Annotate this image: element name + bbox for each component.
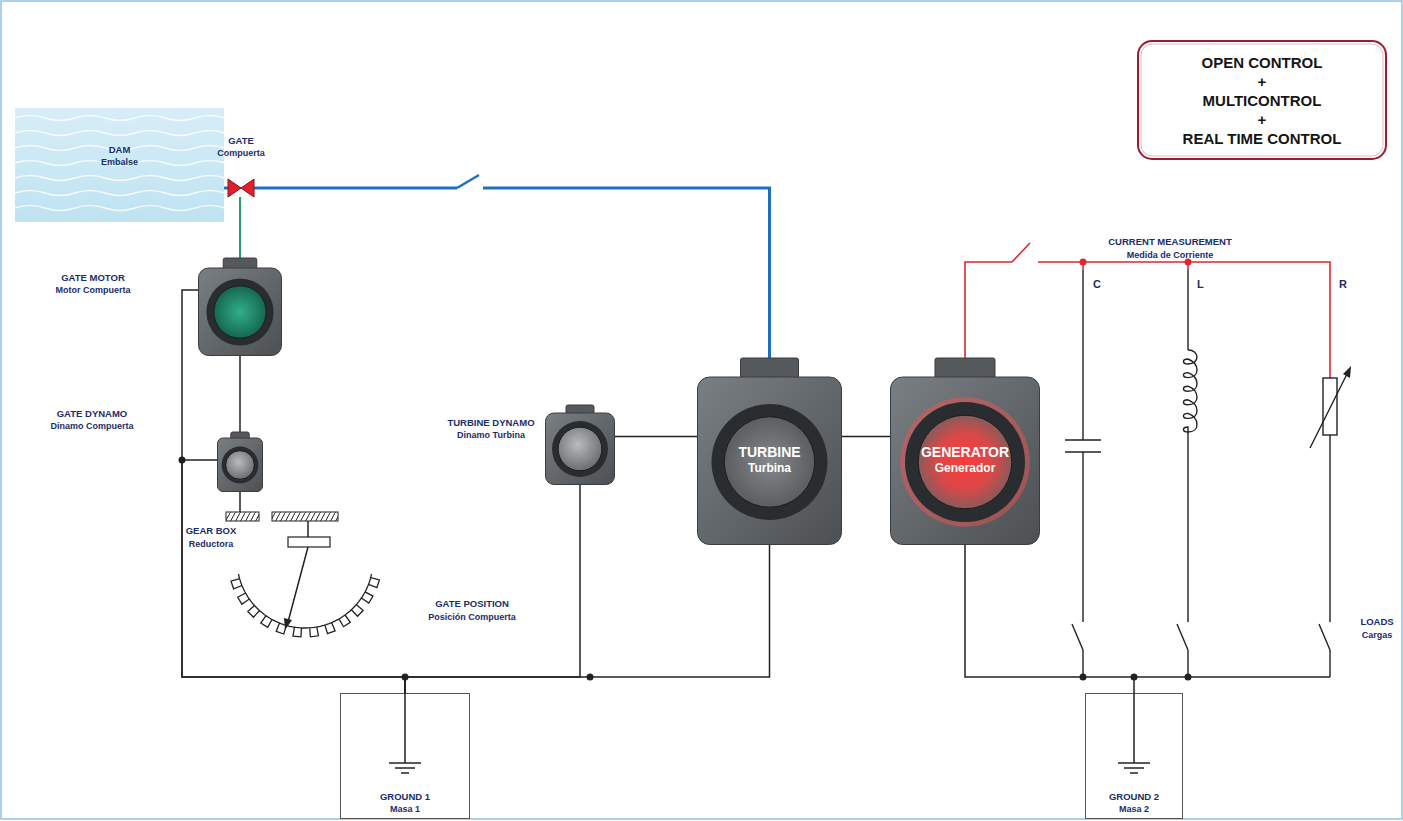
node-text: OPEN CONTROL+MULTICONTROL+REAL TIME CONT… — [1137, 40, 1387, 160]
node-title: GATE — [201, 135, 281, 147]
node-subtitle: + — [1258, 72, 1267, 91]
part-label: Cargas — [1362, 629, 1393, 641]
node-text: DAMEmbalse — [15, 144, 224, 168]
node-subtitle: Generador — [890, 460, 1040, 476]
ground-box: GROUND 1Masa 1 — [340, 693, 470, 819]
water-pipe — [254, 188, 770, 358]
dam-reservoir: DAMEmbalse — [15, 108, 224, 222]
node-subtitle: Embalse — [15, 156, 224, 168]
part-label: GEAR BOX — [186, 525, 237, 537]
node-text: GENERATORGenerador — [890, 444, 1040, 476]
ground-wire — [405, 545, 770, 693]
node-art — [228, 179, 254, 197]
node-title: OPEN CONTROL — [1202, 53, 1323, 72]
node-text: GROUND 2Masa 2 — [1085, 791, 1183, 815]
node-subtitle: REAL TIME CONTROL — [1183, 129, 1342, 148]
node-subtitle: MULTICONTROL — [1203, 91, 1322, 110]
node-text: GATECompuerta — [201, 135, 281, 159]
gate-dynamo: GATE DYNAMODinamo Compuerta — [217, 432, 263, 492]
node-subtitle: Turbina — [697, 460, 842, 476]
node-title: GATE DYNAMO — [35, 408, 149, 420]
ground-box: GROUND 2Masa 2 — [1085, 693, 1183, 819]
node-art — [217, 432, 263, 492]
node-subtitle: Compuerta — [201, 147, 281, 159]
turbine-dynamo: TURBINE DYNAMODinamo Turbina — [545, 405, 615, 485]
control-mode-box: OPEN CONTROL+MULTICONTROL+REAL TIME CONT… — [1137, 40, 1387, 160]
gate-motor: GATE MOTORMotor Compuerta — [198, 258, 282, 356]
ground-wire — [405, 485, 580, 693]
part-label: GATE POSITION — [435, 598, 509, 610]
part-label: Posición Compuerta — [428, 611, 516, 623]
gate-shaft — [239, 197, 241, 258]
node-subtitle: Masa 2 — [1085, 803, 1183, 815]
part-label: Reductora — [189, 538, 234, 550]
node-title: GATE MOTOR — [38, 272, 148, 284]
node-subtitle: Dinamo Turbina — [441, 429, 541, 441]
node-title: GROUND 2 — [1085, 791, 1183, 803]
turbine: TURBINETurbina — [697, 358, 842, 545]
node-subtitle: + — [1258, 110, 1267, 129]
ground-wire — [965, 545, 1134, 693]
node-title: TURBINE DYNAMO — [441, 417, 541, 429]
shaft-line — [239, 356, 241, 432]
part-label: CURRENT MEASUREMENT — [1108, 236, 1232, 248]
part-label: Medida de Corriente — [1127, 249, 1214, 261]
node-text: GROUND 1Masa 1 — [340, 791, 470, 815]
node-subtitle: Motor Compuerta — [38, 284, 148, 296]
node-subtitle: Dinamo Compuerta — [35, 420, 149, 432]
gate-valve: GATECompuerta — [228, 179, 254, 197]
node-text: GATE MOTORMotor Compuerta — [38, 272, 148, 296]
node-title: TURBINE — [697, 444, 842, 460]
node-title: DAM — [15, 144, 224, 156]
shaft-line — [615, 436, 697, 438]
node-title: GROUND 1 — [340, 791, 470, 803]
part-label: L — [1197, 278, 1204, 290]
node-art — [198, 258, 282, 356]
shaft-line — [842, 436, 890, 438]
node-text: TURBINE DYNAMODinamo Turbina — [441, 417, 541, 441]
part-label: LOADS — [1360, 616, 1393, 628]
node-text: TURBINETurbina — [697, 444, 842, 476]
ground-wire — [182, 460, 405, 693]
node-art — [545, 405, 615, 485]
node-title: GENERATOR — [890, 444, 1040, 460]
part-label: R — [1339, 278, 1347, 290]
water-pipe — [224, 187, 228, 190]
generator: GENERATORGenerador — [890, 358, 1040, 545]
part-label: C — [1093, 278, 1101, 290]
node-text: GATE DYNAMODinamo Compuerta — [35, 408, 149, 432]
node-subtitle: Masa 1 — [340, 803, 470, 815]
